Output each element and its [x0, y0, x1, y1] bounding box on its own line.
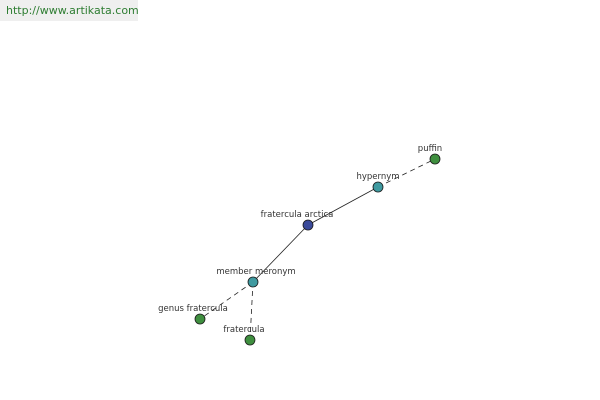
edge-member-meronym-to-fratercula — [249, 281, 254, 341]
node-fratercula-arctica[interactable] — [302, 219, 314, 231]
node-hypernym[interactable] — [372, 181, 384, 193]
node-fratercula[interactable] — [244, 334, 256, 346]
graph-edges — [199, 158, 436, 341]
node-label-hypernym: hypernym — [356, 172, 399, 182]
node-puffin[interactable] — [429, 153, 441, 165]
edge-hypernym-to-puffin — [377, 158, 436, 188]
node-label-genus-fratercula: genus fratercula — [158, 304, 228, 314]
edge-member-meronym-to-genus-fratercula — [199, 281, 254, 320]
node-genus-fratercula[interactable] — [194, 313, 206, 325]
graph-nodes: fratercula arctica hypernym puffin member m… — [158, 144, 442, 346]
node-member-meronym[interactable] — [247, 276, 259, 288]
node-label-puffin: puffin — [418, 144, 442, 154]
node-label-member-meronym: member meronym — [216, 267, 295, 277]
edge-fratercula-arctica-to-hypernym — [307, 186, 379, 226]
url-banner[interactable]: http://www.artikata.com — [0, 0, 139, 21]
node-label-fratercula: fratercula — [223, 325, 264, 335]
node-label-fratercula-arctica: fratercula arctica — [261, 210, 334, 220]
edge-fratercula-arctica-to-member-meronym — [252, 224, 309, 283]
